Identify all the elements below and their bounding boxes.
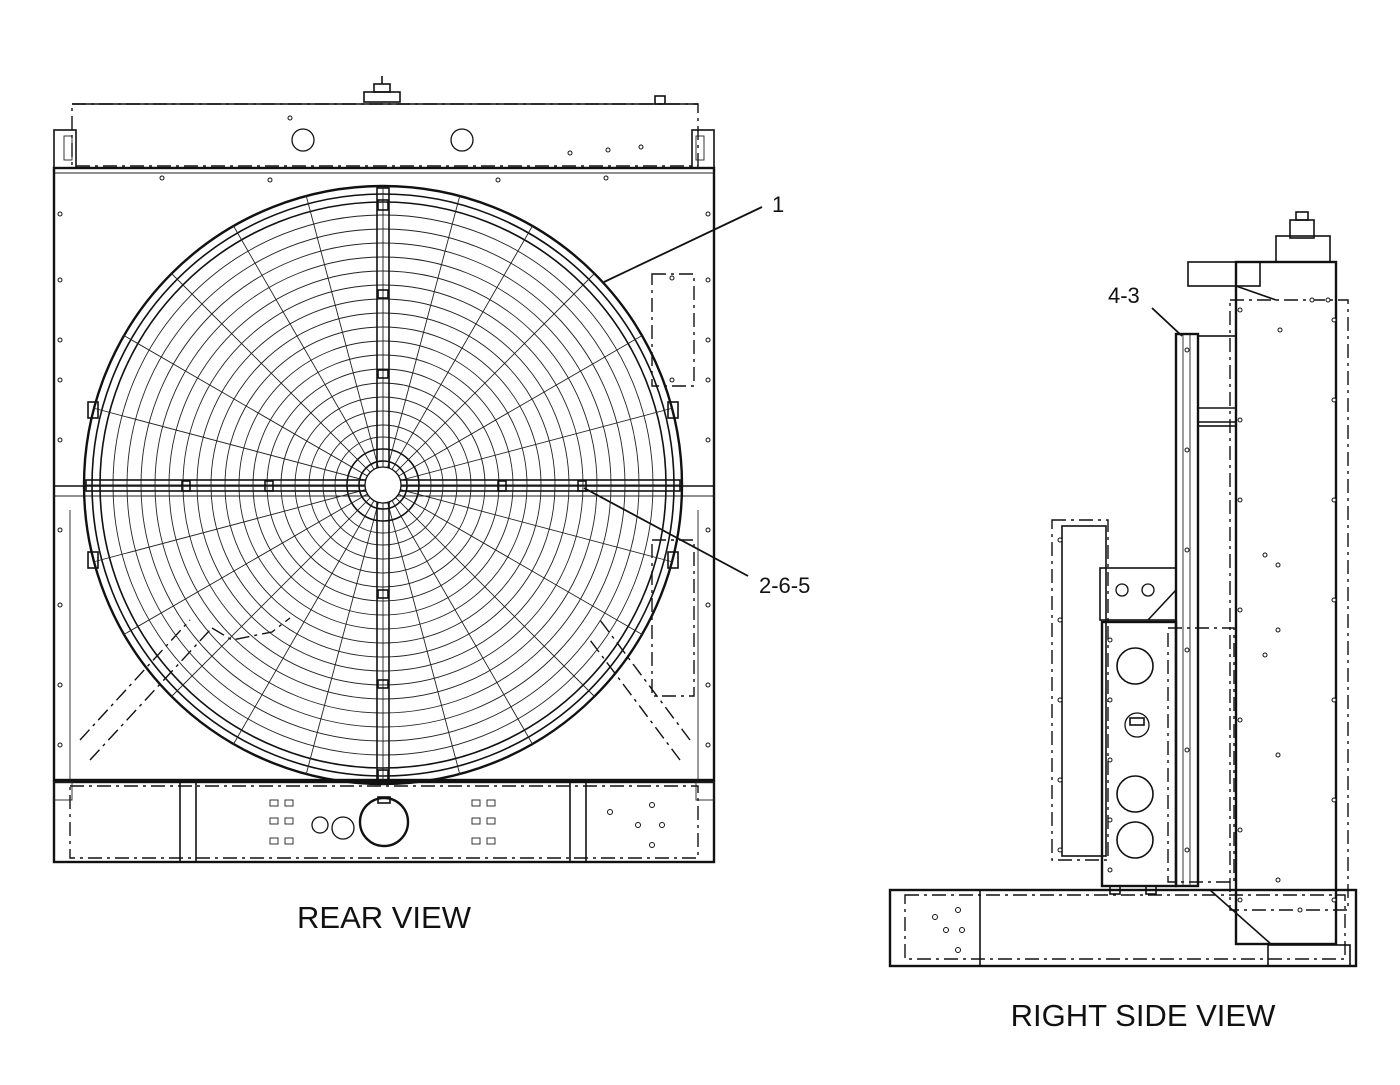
fan-guard [82,184,684,786]
callout-1-label: 1 [772,192,784,217]
side-shroud [1051,519,1235,895]
callout-4-3: 4-3 [1108,283,1183,337]
rear-top-tank [53,76,715,169]
right-side-view: 4-3 RIGHT SIDE VIEW [888,211,1358,1033]
callout-2-6-5-label: 2-6-5 [759,573,810,598]
side-radiator-core [1187,211,1349,946]
callout-2-6-5: 2-6-5 [583,487,810,598]
side-fan-guard [1174,332,1237,888]
filler-cap [363,76,401,103]
rear-core-frame [52,166,716,782]
rear-view: 1 2-6-5 REAR VIEW [52,76,810,935]
right-side-view-title: RIGHT SIDE VIEW [1011,998,1276,1033]
callout-4-3-label: 4-3 [1108,283,1140,308]
side-base [888,888,1358,968]
callout-1: 1 [603,192,784,283]
rear-view-title: REAR VIEW [297,900,472,935]
rear-base [52,780,716,864]
